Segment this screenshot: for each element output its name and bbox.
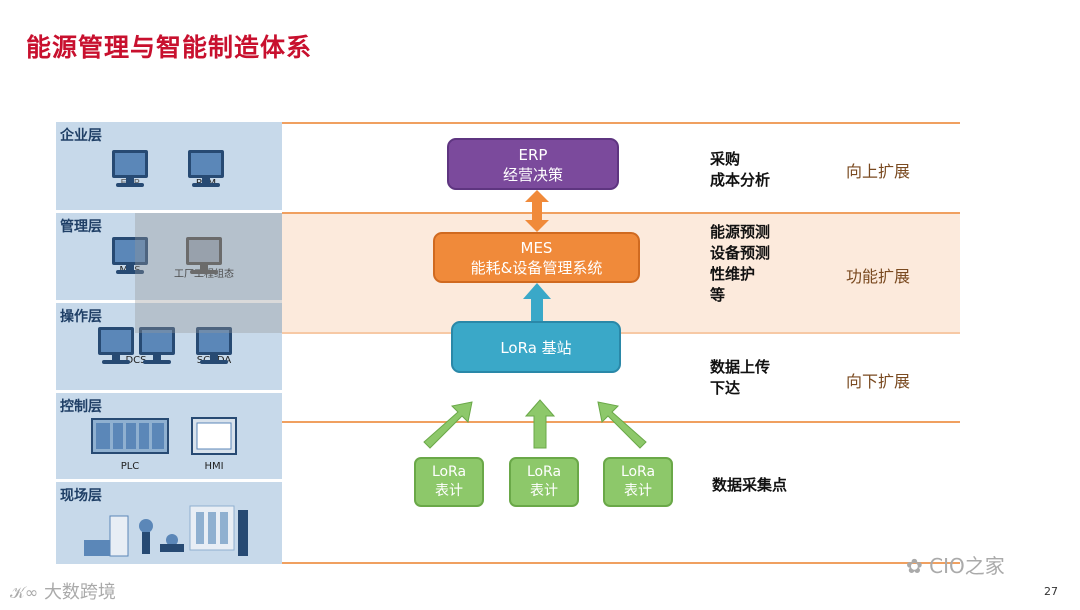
device-mes: MES [90, 237, 170, 276]
wechat-icon: ✿ [906, 554, 923, 578]
extension-down: 向下扩展 [846, 372, 911, 391]
mes-title: MES [520, 239, 553, 257]
computer-icon [196, 327, 232, 364]
band-line-lora-meter [135, 421, 960, 423]
layer-name: 操作层 [60, 309, 102, 325]
meter-description: 数据采集点 [712, 476, 788, 494]
band-line-bottom [135, 562, 960, 564]
device-scada: SCADA [174, 327, 254, 366]
plc-icon [91, 418, 169, 454]
computer-icon [112, 237, 148, 274]
extension-function: 功能扩展 [846, 267, 911, 286]
layer-name: 企业层 [60, 128, 102, 144]
watermark-left: 𝒦∞ 大数跨境 [10, 582, 116, 603]
layer-name: 控制层 [60, 399, 102, 415]
meter-title: LoRa [620, 464, 656, 480]
layer-name: 现场层 [60, 488, 102, 504]
layer-enterprise: 企业层 ERP PLM [56, 122, 282, 213]
computer-icon [186, 237, 222, 274]
up-arrow-icon [523, 283, 551, 323]
erp-box[interactable]: ERP 经营决策 [447, 138, 619, 190]
meter-title: LoRa [526, 464, 562, 480]
arrow-up-right-icon [423, 401, 473, 449]
meter-subtitle: 表计 [530, 483, 558, 499]
erp-title: ERP [518, 146, 548, 164]
device-plc: PLC [90, 417, 170, 472]
device-erp: ERP [90, 150, 170, 189]
band-line-top [135, 122, 960, 124]
meter-subtitle: 表计 [624, 483, 652, 499]
lora-station-box[interactable]: LoRa 基站 [451, 321, 621, 373]
device-factory-config: 工厂工程组态 [164, 237, 244, 280]
page-title: 能源管理与智能制造体系 [26, 33, 313, 62]
lora-meter-box[interactable]: LoRa 表计 [414, 457, 484, 507]
computer-icon [188, 150, 224, 187]
band-line-erp-mes [135, 212, 960, 214]
layer-management: 管理层 MES 工厂工程组态 [56, 213, 282, 303]
arrow-up-icon [524, 399, 556, 449]
layer-operation: 操作层 DCS SCADA [56, 303, 282, 393]
green-arrows [423, 399, 647, 449]
lora-description: 数据上传 下达 [710, 358, 771, 397]
computer-icon [112, 150, 148, 187]
erp-subtitle: 经营决策 [502, 166, 563, 184]
computer-icon [138, 327, 175, 364]
mes-subtitle: 能耗&设备管理系统 [470, 259, 603, 277]
meter-title: LoRa [431, 464, 467, 480]
meter-subtitle: 表计 [435, 483, 463, 499]
mes-box[interactable]: MES 能耗&设备管理系统 [433, 232, 640, 283]
watermark-right: ✿ CIO之家 [906, 554, 1005, 578]
computer-icon [97, 327, 134, 364]
mes-description: 能源预测 设备预测 性维护 等 [710, 223, 771, 304]
watermark-logo-icon: 𝒦∞ [10, 583, 39, 602]
arrow-up-left-icon [597, 401, 647, 449]
hmi-panel-icon [191, 417, 237, 455]
double-arrow-icon [525, 190, 549, 232]
layer-field: 现场层 [56, 482, 282, 567]
lora-meter-box[interactable]: LoRa 表计 [603, 457, 673, 507]
page-number: 27 [1044, 585, 1058, 598]
lora-meter-box[interactable]: LoRa 表计 [509, 457, 579, 507]
device-hmi: HMI [174, 417, 254, 472]
device-plm: PLM [166, 150, 246, 189]
layer-name: 管理层 [60, 219, 102, 235]
lora-station-label: LoRa 基站 [500, 339, 572, 357]
field-equipment-illustration [84, 505, 248, 557]
device-dcs: DCS [96, 327, 176, 366]
layer-control: 控制层 PLC HMI [56, 393, 282, 482]
erp-description: 采购 成本分析 [710, 150, 771, 189]
overlay-shade [135, 213, 282, 333]
extension-up: 向上扩展 [846, 162, 911, 181]
